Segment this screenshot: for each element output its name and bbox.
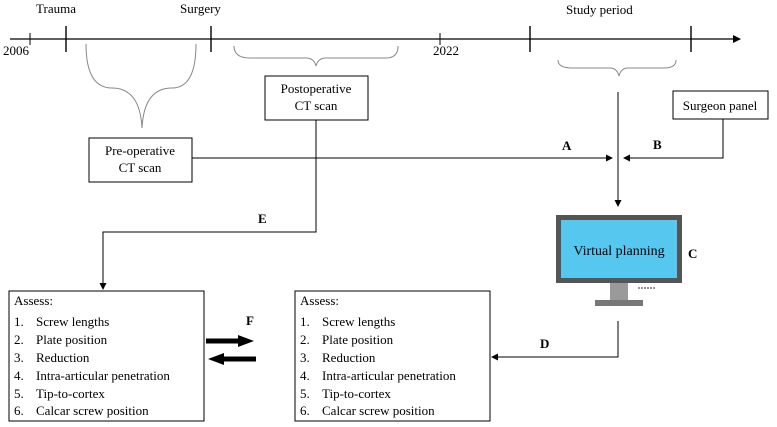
- list-item-num: 1.: [300, 314, 310, 329]
- monitor-icon: [556, 215, 682, 306]
- arrow-b: [623, 119, 724, 162]
- assess-left-box: [8, 290, 205, 422]
- list-item-num: 3.: [14, 350, 24, 365]
- postoperative-ct-line2: CT scan: [295, 98, 338, 113]
- list-item-num: 6.: [300, 403, 310, 418]
- arrow-label-e: E: [258, 211, 267, 226]
- assess-right-title: Assess:: [300, 293, 339, 308]
- study-period-label: Study period: [566, 2, 633, 17]
- list-item: Tip-to-cortex: [322, 386, 391, 401]
- trauma-label: Trauma: [36, 1, 76, 16]
- assess-left-title: Assess:: [14, 293, 53, 308]
- list-item: Screw lengths: [36, 314, 109, 329]
- pre-operative-ct-box: [88, 137, 193, 183]
- surgery-label: Surgery: [180, 1, 221, 16]
- pre-operative-ct-line2: CT scan: [119, 160, 162, 175]
- surgeon-panel-label: Surgeon panel: [683, 98, 758, 113]
- arrow-d: [491, 321, 619, 361]
- list-item: Reduction: [36, 350, 90, 365]
- assess-left-list: 1. Screw lengths 2. Plate position 3. Re…: [14, 314, 170, 418]
- pre-operative-ct-line1: Pre-operative: [105, 143, 175, 158]
- postoperative-ct-line1: Postoperative: [281, 81, 352, 96]
- assess-right-list: 1. Screw lengths 2. Plate position 3. Re…: [300, 314, 456, 418]
- arrow-label-f: F: [246, 313, 254, 328]
- list-item-num: 5.: [300, 386, 310, 401]
- list-item: Plate position: [322, 332, 394, 347]
- list-item: Reduction: [322, 350, 376, 365]
- brace-trauma-surgery: [85, 43, 197, 129]
- arrow-label-b: B: [653, 137, 662, 152]
- list-item: Intra-articular penetration: [36, 368, 170, 383]
- brace-study-period: [557, 59, 677, 77]
- virtual-planning-label: Virtual planning: [573, 244, 664, 259]
- year-2006-label: 2006: [3, 43, 30, 58]
- label-c: C: [688, 246, 697, 261]
- list-item: Tip-to-cortex: [36, 386, 105, 401]
- list-item: Screw lengths: [322, 314, 395, 329]
- list-item-num: 1.: [14, 314, 24, 329]
- list-item: Intra-articular penetration: [322, 368, 456, 383]
- arrow-e: [99, 120, 317, 290]
- assess-right-box: [294, 290, 491, 422]
- year-2022-label: 2022: [433, 43, 459, 58]
- list-item-num: 3.: [300, 350, 310, 365]
- postoperative-ct-box: [264, 75, 369, 121]
- brace-postoperative: [233, 45, 399, 67]
- list-item-num: 4.: [300, 368, 310, 383]
- list-item-num: 4.: [14, 368, 24, 383]
- list-item: Plate position: [36, 332, 108, 347]
- surgeon-panel-box: [672, 90, 769, 120]
- arrow-label-a: A: [562, 138, 572, 153]
- compare-arrows: [206, 335, 256, 365]
- list-item: Calcar screw position: [36, 403, 149, 418]
- list-item-num: 2.: [14, 332, 24, 347]
- list-item-num: 6.: [14, 403, 24, 418]
- arrow-label-d: D: [540, 336, 549, 351]
- list-item-num: 5.: [14, 386, 24, 401]
- list-item: Calcar screw position: [322, 403, 435, 418]
- list-item-num: 2.: [300, 332, 310, 347]
